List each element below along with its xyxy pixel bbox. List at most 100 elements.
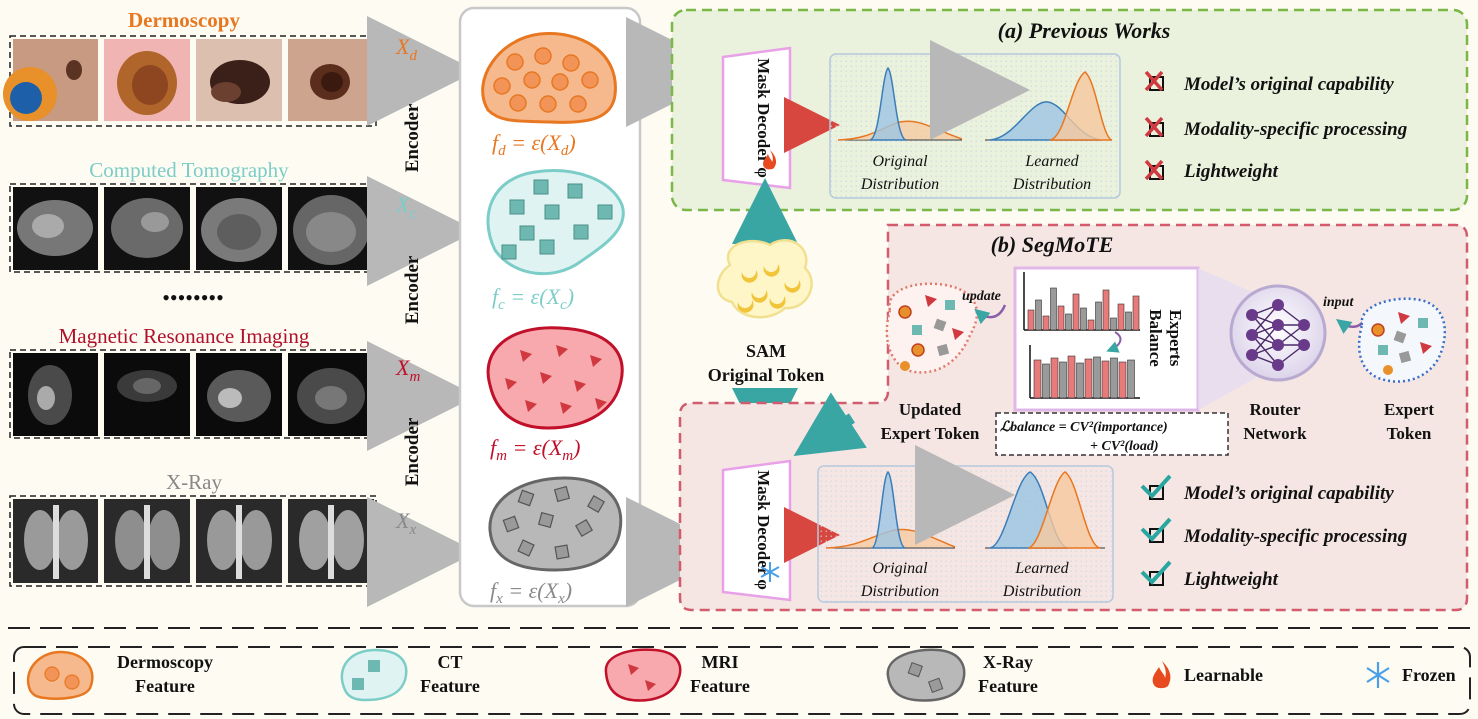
top-bar bbox=[1065, 313, 1072, 331]
bottom-bar bbox=[1093, 356, 1101, 399]
top-bar bbox=[1110, 317, 1117, 331]
mri-images bbox=[9, 349, 377, 439]
check-icon bbox=[1140, 560, 1172, 585]
bottom-bar bbox=[1033, 359, 1042, 399]
check-icon bbox=[1140, 474, 1172, 499]
bottom-bar bbox=[1076, 362, 1084, 399]
bottom-bars bbox=[1033, 355, 1135, 399]
legend-frozen-label: Frozen bbox=[1402, 665, 1456, 685]
dermoscopy-feature-eq: fd = ε(Xd) bbox=[492, 130, 576, 159]
cross-icon bbox=[1144, 159, 1164, 181]
experts-balance-label: ExpertsBalance bbox=[1146, 309, 1185, 367]
prev-check-1: Model’s original capability bbox=[1144, 70, 1394, 95]
cross-icon bbox=[1144, 116, 1164, 138]
bottom-bar bbox=[1118, 361, 1127, 399]
svg-text:Lightweight: Lightweight bbox=[1183, 569, 1279, 590]
sam-token-blob bbox=[716, 239, 813, 319]
top-bar bbox=[1095, 301, 1102, 331]
dermoscopy-images bbox=[3, 35, 377, 127]
legend-ct-icon bbox=[340, 648, 408, 702]
encoder-label-1: Encoder bbox=[402, 103, 423, 172]
mri-feature-eq: fm = ε(Xm) bbox=[490, 435, 580, 464]
prev-learned-curves bbox=[985, 71, 1113, 141]
segmote-title: (b) SegMoTE bbox=[991, 232, 1114, 257]
xray-images bbox=[9, 495, 377, 587]
bottom-bar bbox=[1084, 358, 1093, 399]
encoder-label-3: Encoder bbox=[402, 417, 423, 486]
top-bar bbox=[1087, 319, 1095, 331]
svg-text:Modality-specific processing: Modality-specific processing bbox=[1183, 526, 1407, 547]
legend-flame-icon bbox=[1152, 661, 1171, 689]
var-xx: Xx bbox=[395, 508, 416, 538]
ct-feature-eq: fc = ε(Xc) bbox=[492, 284, 574, 313]
var-xd: Xd bbox=[395, 34, 417, 64]
legend-snowflake-icon bbox=[1366, 662, 1390, 688]
top-bar bbox=[1050, 287, 1057, 331]
xray-feature-blob bbox=[488, 476, 623, 572]
ct-images bbox=[9, 183, 377, 273]
top-bar bbox=[1042, 315, 1050, 331]
legend-box bbox=[13, 646, 1471, 715]
svg-text:Model’s original capability: Model’s original capability bbox=[1183, 74, 1394, 95]
mri-title: Magnetic Resonance Imaging bbox=[59, 324, 310, 348]
dermoscopy-title: Dermoscopy bbox=[128, 8, 240, 32]
var-xm: Xm bbox=[395, 355, 420, 385]
prev-check-2: Modality-specific processing bbox=[1144, 116, 1407, 140]
snowflake-icon bbox=[760, 562, 780, 582]
legend-dermoscopy-icon bbox=[27, 650, 94, 700]
segmote-learned-curves bbox=[985, 471, 1105, 549]
top-bar bbox=[1072, 293, 1080, 331]
xray-title: X-Ray bbox=[166, 470, 222, 494]
feature-panel bbox=[458, 6, 642, 608]
bottom-bar bbox=[1059, 361, 1067, 399]
bottom-bar bbox=[1050, 357, 1059, 399]
bottom-bar bbox=[1110, 357, 1118, 399]
dermoscopy-feature-blob bbox=[481, 32, 617, 124]
prev-checklist: Model’s original capability Modality-spe… bbox=[1144, 70, 1407, 182]
legend-learnable-label: Learnable bbox=[1184, 665, 1263, 685]
svg-text:Modality-specific processing: Modality-specific processing bbox=[1183, 119, 1407, 140]
router-network-icon bbox=[1229, 284, 1327, 382]
var-xc: Xc bbox=[395, 192, 416, 222]
legend-mri-icon bbox=[604, 648, 682, 702]
segmote-mask-decoder bbox=[721, 459, 792, 602]
check-icon bbox=[1140, 517, 1172, 542]
segmote-checklist: Model’s original capability Modality-spe… bbox=[1140, 474, 1407, 590]
bottom-bar bbox=[1042, 363, 1050, 399]
top-bar bbox=[1080, 307, 1087, 331]
top-bar bbox=[1057, 305, 1065, 331]
top-bar bbox=[1102, 289, 1110, 331]
ct-title: Computed Tomography bbox=[89, 158, 289, 182]
segmote-mask-decoder-label: Mask Decoder φ bbox=[754, 470, 773, 590]
teal-arrow-diagonal bbox=[793, 392, 867, 456]
update-label: update bbox=[962, 289, 1001, 304]
top-bar bbox=[1132, 295, 1140, 331]
expert-token-blob bbox=[1357, 297, 1447, 383]
segmote-check-2: Modality-specific processing bbox=[1140, 517, 1407, 547]
input-label: input bbox=[1323, 295, 1354, 310]
bottom-bar bbox=[1127, 359, 1135, 399]
segmote-check-3: Lightweight bbox=[1140, 560, 1279, 590]
balance-formula: ℒbalance = CV²(importance)+ CV²(load) bbox=[1000, 420, 1168, 454]
segmote-check-1: Model’s original capability bbox=[1140, 474, 1394, 504]
encoder-arrows bbox=[367, 16, 477, 607]
top-bar bbox=[1125, 311, 1132, 331]
top-bars bbox=[1027, 287, 1140, 331]
previous-works-title: (a) Previous Works bbox=[998, 18, 1171, 43]
flame-icon bbox=[763, 150, 777, 170]
update-arrow bbox=[974, 304, 1007, 325]
xray-feature-eq: fx = ε(Xx) bbox=[490, 578, 572, 607]
top-bar bbox=[1035, 299, 1042, 331]
top-bar bbox=[1117, 303, 1125, 331]
